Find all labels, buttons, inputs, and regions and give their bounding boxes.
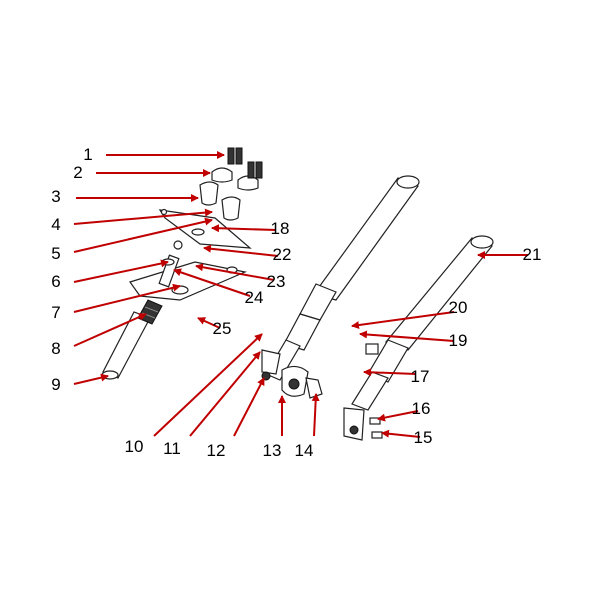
callout-label-22: 22 bbox=[273, 245, 292, 264]
callout-label-8: 8 bbox=[51, 339, 60, 358]
bar-clamp-upper bbox=[211, 167, 259, 191]
callout-label-19: 19 bbox=[449, 331, 468, 350]
callout-label-3: 3 bbox=[51, 187, 60, 206]
right-fork-tube bbox=[343, 235, 494, 441]
callout-label-2: 2 bbox=[73, 163, 82, 182]
callout-arrow-17 bbox=[363, 368, 417, 377]
callout-arrow-23 bbox=[195, 263, 275, 281]
callout-arrow-10 bbox=[153, 333, 263, 437]
callout-arrow-14 bbox=[311, 393, 320, 437]
callout-arrow-7 bbox=[73, 283, 181, 313]
callout-label-12: 12 bbox=[207, 441, 226, 460]
callout-label-9: 9 bbox=[51, 375, 60, 394]
callout-arrow-25 bbox=[197, 317, 221, 329]
steering-stem bbox=[158, 240, 183, 288]
bar-clamp-lower bbox=[199, 181, 241, 221]
callout-arrow-9 bbox=[73, 373, 109, 385]
brake-caliper bbox=[281, 365, 323, 399]
callout-label-15: 15 bbox=[414, 428, 433, 447]
callout-arrow-22 bbox=[203, 244, 279, 257]
callout-label-23: 23 bbox=[267, 272, 286, 291]
callout-label-13: 13 bbox=[263, 441, 282, 460]
callout-label-1: 1 bbox=[83, 145, 92, 164]
callout-arrow-11 bbox=[189, 351, 261, 437]
callout-label-14: 14 bbox=[295, 441, 314, 460]
callout-label-20: 20 bbox=[449, 298, 468, 317]
callout-label-21: 21 bbox=[523, 245, 542, 264]
callout-label-18: 18 bbox=[271, 219, 290, 238]
callout-arrow-16 bbox=[377, 410, 419, 422]
callout-arrow-6 bbox=[73, 259, 169, 283]
callout-label-6: 6 bbox=[51, 272, 60, 291]
callout-arrow-20 bbox=[351, 311, 455, 330]
callout-label-25: 25 bbox=[213, 319, 232, 338]
callout-arrow-19 bbox=[359, 330, 455, 342]
callout-label-7: 7 bbox=[51, 303, 60, 322]
parts-drawing bbox=[101, 147, 494, 441]
callout-arrow-24 bbox=[173, 268, 251, 297]
callout-arrows bbox=[73, 151, 528, 438]
callout-arrow-15 bbox=[381, 429, 421, 438]
callout-label-16: 16 bbox=[412, 399, 431, 418]
callout-label-24: 24 bbox=[245, 288, 264, 307]
clamp-bolts bbox=[227, 147, 263, 179]
callout-label-10: 10 bbox=[125, 437, 144, 456]
callout-arrow-8 bbox=[73, 313, 147, 347]
callout-label-17: 17 bbox=[411, 367, 430, 386]
callout-label-11: 11 bbox=[163, 439, 181, 458]
center-fork-tube bbox=[261, 175, 420, 381]
axle-bolts bbox=[369, 417, 383, 439]
callout-label-4: 4 bbox=[51, 215, 60, 234]
callout-label-5: 5 bbox=[51, 244, 60, 263]
callout-arrow-12 bbox=[233, 377, 265, 437]
callout-arrow-4 bbox=[73, 208, 213, 225]
callout-arrow-18 bbox=[211, 224, 277, 233]
callout-arrow-5 bbox=[73, 217, 213, 253]
